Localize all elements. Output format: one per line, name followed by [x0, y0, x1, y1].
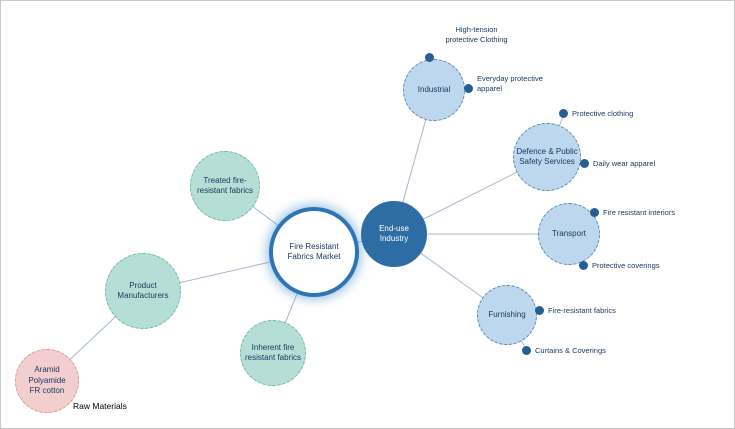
leaf-label-high-tension-clothing: High-tension protective Clothing: [445, 25, 508, 44]
leaf-dot-fire-resistant-fabrics: [535, 306, 544, 315]
node-label: Treated fire- resistant fabrics: [196, 175, 254, 195]
node-label: Transport: [552, 228, 586, 238]
node-furnishing: Furnishing: [477, 285, 537, 345]
node-label: Aramid Polyamide FR cotton: [28, 365, 66, 396]
node-label: Industrial: [417, 84, 451, 94]
leaf-dot-everyday-apparel: [464, 84, 473, 93]
leaf-label-curtains-coverings: Curtains & Coverings: [535, 346, 606, 355]
node-treated-fire-resistant-fabrics: Treated fire- resistant fabrics: [190, 151, 260, 221]
leaf-label-protective-coverings: Protective coverings: [592, 261, 660, 270]
node-label: End-use Industry: [379, 223, 409, 243]
leaf-label-everyday-apparel: Everyday protective apparel: [477, 74, 543, 93]
node-fire-resistant-fabrics-market: Fire Resistant Fabrics Market: [269, 207, 359, 297]
leaf-dot-curtains-coverings: [522, 346, 531, 355]
node-label: Product Manufacturers: [117, 280, 169, 300]
leaf-label-daily-wear-apparel: Daily wear apparel: [593, 159, 656, 168]
node-end-use-industry: End-use Industry: [361, 201, 427, 267]
node-industrial: Industrial: [403, 59, 465, 121]
raw-materials-label: Raw Materials: [73, 401, 127, 411]
node-label: Fire Resistant Fabrics Market: [287, 241, 341, 261]
leaf-dot-protective-clothing: [559, 109, 568, 118]
leaf-dot-protective-coverings: [579, 261, 588, 270]
node-defence-public-safety: Defence & Public Safety Services: [513, 123, 581, 191]
leaf-label-fire-resistant-interiors: Fire resistant interiors: [603, 208, 676, 217]
node-inherent-fire-resistant-fabrics: Inherent fire resistant fabrics: [240, 320, 306, 386]
leaf-label-protective-clothing: Protective clothing: [572, 109, 634, 118]
leaf-label-fire-resistant-fabrics: Fire-resistant fabrics: [548, 306, 616, 315]
node-label: Furnishing: [488, 309, 526, 319]
node-product-manufacturers: Product Manufacturers: [105, 253, 181, 329]
node-label: Inherent fire resistant fabrics: [244, 342, 302, 362]
leaf-dot-daily-wear-apparel: [580, 159, 589, 168]
leaf-dot-fire-resistant-interiors: [590, 208, 599, 217]
node-aramid-polyamide-fr-cotton: Aramid Polyamide FR cotton: [15, 349, 79, 413]
node-label: Defence & Public Safety Services: [516, 146, 578, 166]
leaf-dot-high-tension-clothing: [425, 53, 434, 62]
node-transport: Transport: [538, 203, 600, 265]
